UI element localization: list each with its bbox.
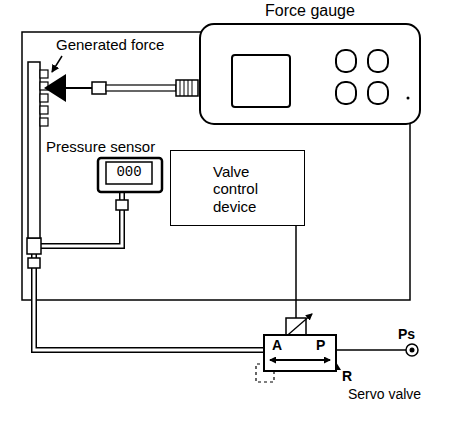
- actuator-tube: [28, 62, 40, 238]
- force-gauge: Force gauge: [196, 0, 424, 128]
- valve-control-box: Valve control device: [170, 150, 305, 226]
- probe-knob: [176, 80, 198, 96]
- supply-port: [406, 344, 418, 356]
- probe-rod: [66, 87, 92, 89]
- device-label: Pressure sensor: [46, 138, 155, 155]
- probe-rod: [106, 85, 176, 91]
- knob-ridges: [180, 80, 192, 96]
- port-label: A: [272, 337, 282, 353]
- supply-port-dot: [410, 348, 415, 353]
- box-label: Valve control device: [213, 163, 285, 215]
- fitting: [28, 258, 40, 268]
- servo-valve: A P R Servo valve: [250, 318, 445, 408]
- port-label: Ps: [398, 326, 415, 342]
- bellows: [40, 70, 48, 126]
- tee-fitting: [27, 238, 41, 254]
- force-gauge-outline: [196, 0, 424, 128]
- port-label: P: [316, 337, 325, 353]
- control-wire: [295, 226, 297, 318]
- port-label: R: [342, 368, 352, 384]
- fitting: [116, 200, 128, 210]
- probe-body: [92, 82, 106, 94]
- pressure-sensor: Pressure sensor 000: [40, 138, 170, 194]
- leader-arrow: [52, 56, 62, 72]
- force-label: Generated force: [56, 36, 164, 53]
- sensor-readout: 000: [106, 164, 152, 180]
- device-label: Force gauge: [196, 2, 424, 20]
- force-tip: [44, 74, 66, 102]
- component-label: Servo valve: [348, 386, 421, 402]
